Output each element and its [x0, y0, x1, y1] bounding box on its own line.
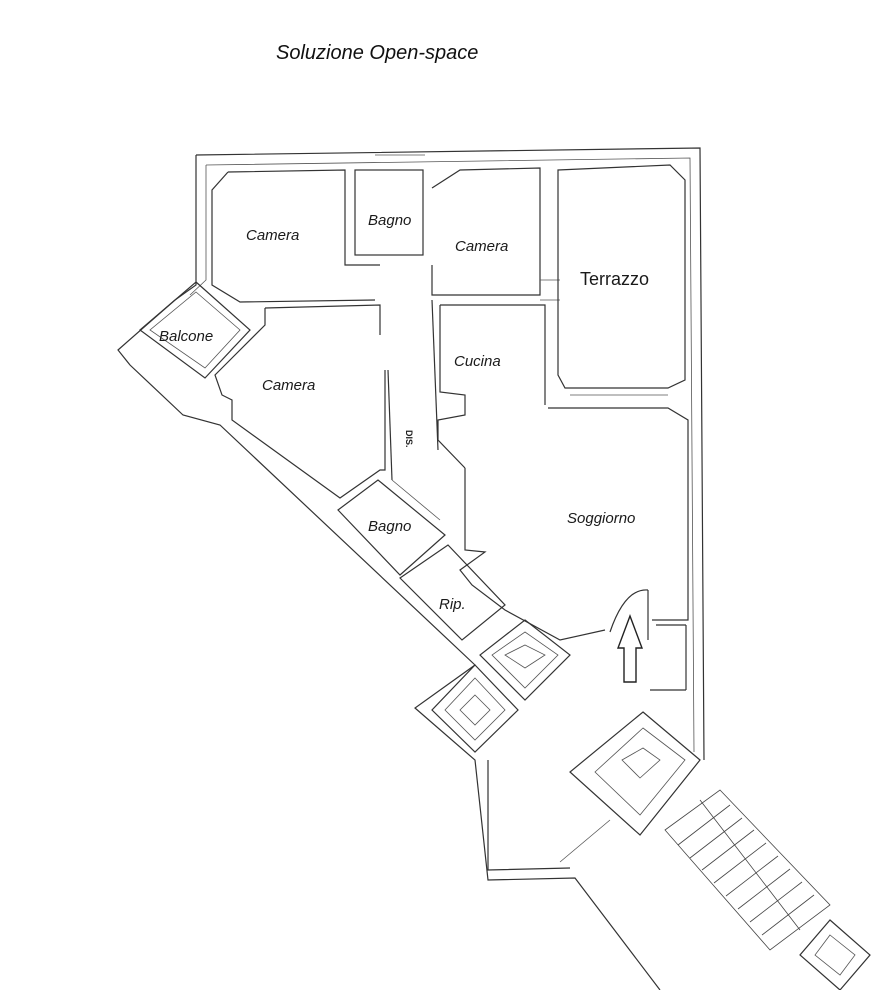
label-camera-left: Camera: [262, 377, 315, 394]
room-soggiorno: [459, 407, 689, 691]
stairwell: [664, 789, 871, 990]
room-bagno-bottom: [337, 479, 446, 576]
room-rip: [399, 544, 506, 641]
room-camera-top-mid: [431, 167, 560, 301]
label-dis: DIS.: [404, 430, 414, 448]
room-camera-left: [214, 304, 386, 499]
entrance-arrow-icon: [616, 614, 644, 683]
room-terrazzo: [557, 164, 686, 396]
lower-walls: [487, 760, 611, 871]
room-balcone: [139, 281, 251, 379]
label-rip: Rip.: [439, 596, 466, 613]
room-camera-top-left: [211, 169, 380, 303]
label-soggiorno: Soggiorno: [567, 510, 635, 527]
label-balcone: Balcone: [159, 328, 213, 345]
label-camera-top-left: Camera: [246, 227, 299, 244]
label-terrazzo: Terrazzo: [580, 269, 649, 289]
outer-walls: [117, 147, 705, 990]
room-cucina: [437, 304, 546, 469]
corridor-dis: [387, 299, 441, 521]
label-camera-top-mid: Camera: [455, 238, 508, 255]
room-bagno-top: [354, 154, 425, 256]
label-bagno-top: Bagno: [368, 212, 411, 229]
label-bagno-bottom: Bagno: [368, 518, 411, 535]
label-cucina: Cucina: [454, 353, 501, 370]
entrance-door: [609, 589, 649, 640]
plan-title: Soluzione Open-space: [276, 42, 479, 64]
lobby-tiles: [431, 619, 701, 836]
